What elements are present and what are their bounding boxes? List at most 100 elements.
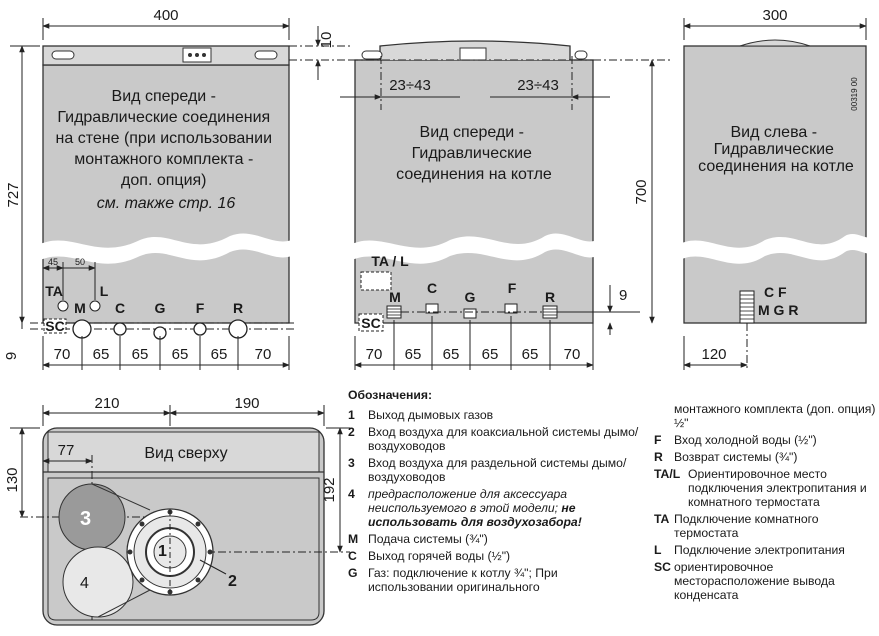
dim-192: 192 <box>321 477 338 502</box>
boiler-top-cap <box>42 45 290 66</box>
spacing-4: 65 <box>172 346 189 363</box>
dim-77: 77 <box>58 442 75 459</box>
legend-text: Ориентировочное место подключения электр… <box>688 467 867 509</box>
see-also-note: см. также стр. 16 <box>97 195 236 212</box>
dim-bottom-offset: 9 <box>3 352 20 360</box>
code-f: F <box>508 280 517 296</box>
view-title-line: соединения на котле <box>396 166 552 183</box>
legend-item: TA Подключение комнатного термостата <box>654 512 878 540</box>
code-r: R <box>233 300 243 316</box>
view-title-line: монтажного комплекта - <box>74 151 253 168</box>
legend-column-2: монтажного комплекта (доп. опция) ½" F Вх… <box>654 402 878 605</box>
legend-text: Вход воздуха для раздельной системы дымо… <box>368 456 627 484</box>
legend-key: 1 <box>348 408 355 422</box>
legend-key: R <box>654 450 663 464</box>
dim-9: 9 <box>619 287 627 304</box>
spacing-6: 70 <box>564 346 581 363</box>
spacing-2: 65 <box>93 346 110 363</box>
dim-190: 190 <box>234 395 259 412</box>
code-sc: SC <box>361 315 380 331</box>
spacing-1: 70 <box>366 346 383 363</box>
dim-700: 700 <box>633 179 650 204</box>
legend-item: монтажного комплекта (доп. опция) ½" <box>654 402 878 430</box>
dim-50: 50 <box>75 257 85 267</box>
svg-text:Вид спереди - Гидравличе: Вид спереди - Гидравлические соединения … <box>396 124 552 183</box>
label-4: 4 <box>80 575 89 592</box>
spacing-5: 65 <box>211 346 228 363</box>
dim-210: 210 <box>94 395 119 412</box>
code-mgr: M G R <box>758 302 798 318</box>
spacing-2: 65 <box>405 346 422 363</box>
legend-text: Выход горячей воды (½") <box>368 549 511 563</box>
code-f: F <box>196 300 205 316</box>
legend-warning: не использовать для воздухозабора! <box>368 501 582 529</box>
legend-text: Подача системы (¾") <box>368 532 488 546</box>
boiler-casing <box>683 45 867 324</box>
code-m: M <box>74 300 86 316</box>
legend-text: ориентировочное месторасположение вывода… <box>674 560 835 602</box>
boiler-casing <box>42 64 290 324</box>
legend-key: G <box>348 566 358 580</box>
legend-title: Обозначения: <box>348 388 433 402</box>
legend-text: предрасположение для аксессуара неисполь… <box>368 487 568 515</box>
legend-text: Возврат системы (¾") <box>674 450 798 464</box>
legend-item: 3 Вход воздуха для раздельной системы дым… <box>348 456 640 484</box>
code-ta: TA <box>45 283 63 299</box>
view-title-line: Вид спереди - <box>420 124 524 141</box>
spacing-6: 70 <box>255 346 272 363</box>
legend-item: G Газ: подключение к котлу ¾"; При исполь… <box>348 566 640 594</box>
legend-key: TA/L <box>654 467 681 481</box>
dim-120: 120 <box>701 346 726 363</box>
legend-item: F Вход холодной воды (½") <box>654 433 878 447</box>
legend-key: F <box>654 433 662 447</box>
dim-width: 400 <box>153 7 178 24</box>
code-cf: C F <box>764 284 787 300</box>
legend-text: Газ: подключение к котлу ¾"; При использ… <box>368 566 558 594</box>
adjust-left: 23÷43 <box>389 77 431 94</box>
code-r: R <box>545 289 555 305</box>
legend-key: TA <box>654 512 670 526</box>
view-title-line: доп. опция) <box>121 172 206 189</box>
legend-key: 4 <box>348 487 355 501</box>
dim-130: 130 <box>4 467 21 492</box>
legend-key: SC <box>654 560 671 574</box>
code-c: C <box>115 300 125 316</box>
code-g: G <box>155 300 166 316</box>
legend-key: 2 <box>348 425 355 439</box>
spacing-3: 65 <box>132 346 149 363</box>
spacing-4: 65 <box>482 346 499 363</box>
legend-text: Вход холодной воды (½") <box>674 433 817 447</box>
spacing-3: 65 <box>443 346 460 363</box>
view-title-line: Гидравлические <box>714 141 834 158</box>
legend-key: M <box>348 532 359 546</box>
code-c: C <box>427 280 437 296</box>
legend-key: 3 <box>348 456 355 470</box>
label-2: 2 <box>228 573 237 590</box>
legend-text: Подключение электропитания <box>674 543 845 557</box>
side-view: 300 00319 00 Вид слева - Гидравлические … <box>676 7 874 370</box>
dim-45: 45 <box>48 257 58 267</box>
view-title-top: Вид сверху <box>144 445 227 462</box>
legend-text: Подключение комнатного термостата <box>674 512 819 540</box>
dim-height: 727 <box>5 182 22 207</box>
top-view: 210 190 130 77 Вид сверху 192 3 1 2 4 <box>4 395 350 626</box>
drawing-ref: 00319 00 <box>850 77 859 111</box>
legend-item: 4 предрасположение для аксессуара неиспол… <box>348 487 640 529</box>
legend-item: M Подача системы (¾") <box>348 532 640 546</box>
code-ta-l: TA / L <box>371 253 409 269</box>
legend-item: L Подключение электропитания <box>654 543 878 557</box>
view-title-line: Вид спереди - <box>112 88 216 105</box>
view-title-line: Вид слева - <box>730 124 817 141</box>
code-m: M <box>389 289 401 305</box>
dim-top-offset: 10 <box>318 32 335 49</box>
code-l: L <box>100 283 109 299</box>
legend-key: L <box>654 543 662 557</box>
front-wall-view: 400 727 10 Вид спереди - Гидравлические … <box>3 7 350 370</box>
svg-text:Вид спереди - Гидравличе: Вид спереди - Гидравлические соединения … <box>56 88 277 212</box>
